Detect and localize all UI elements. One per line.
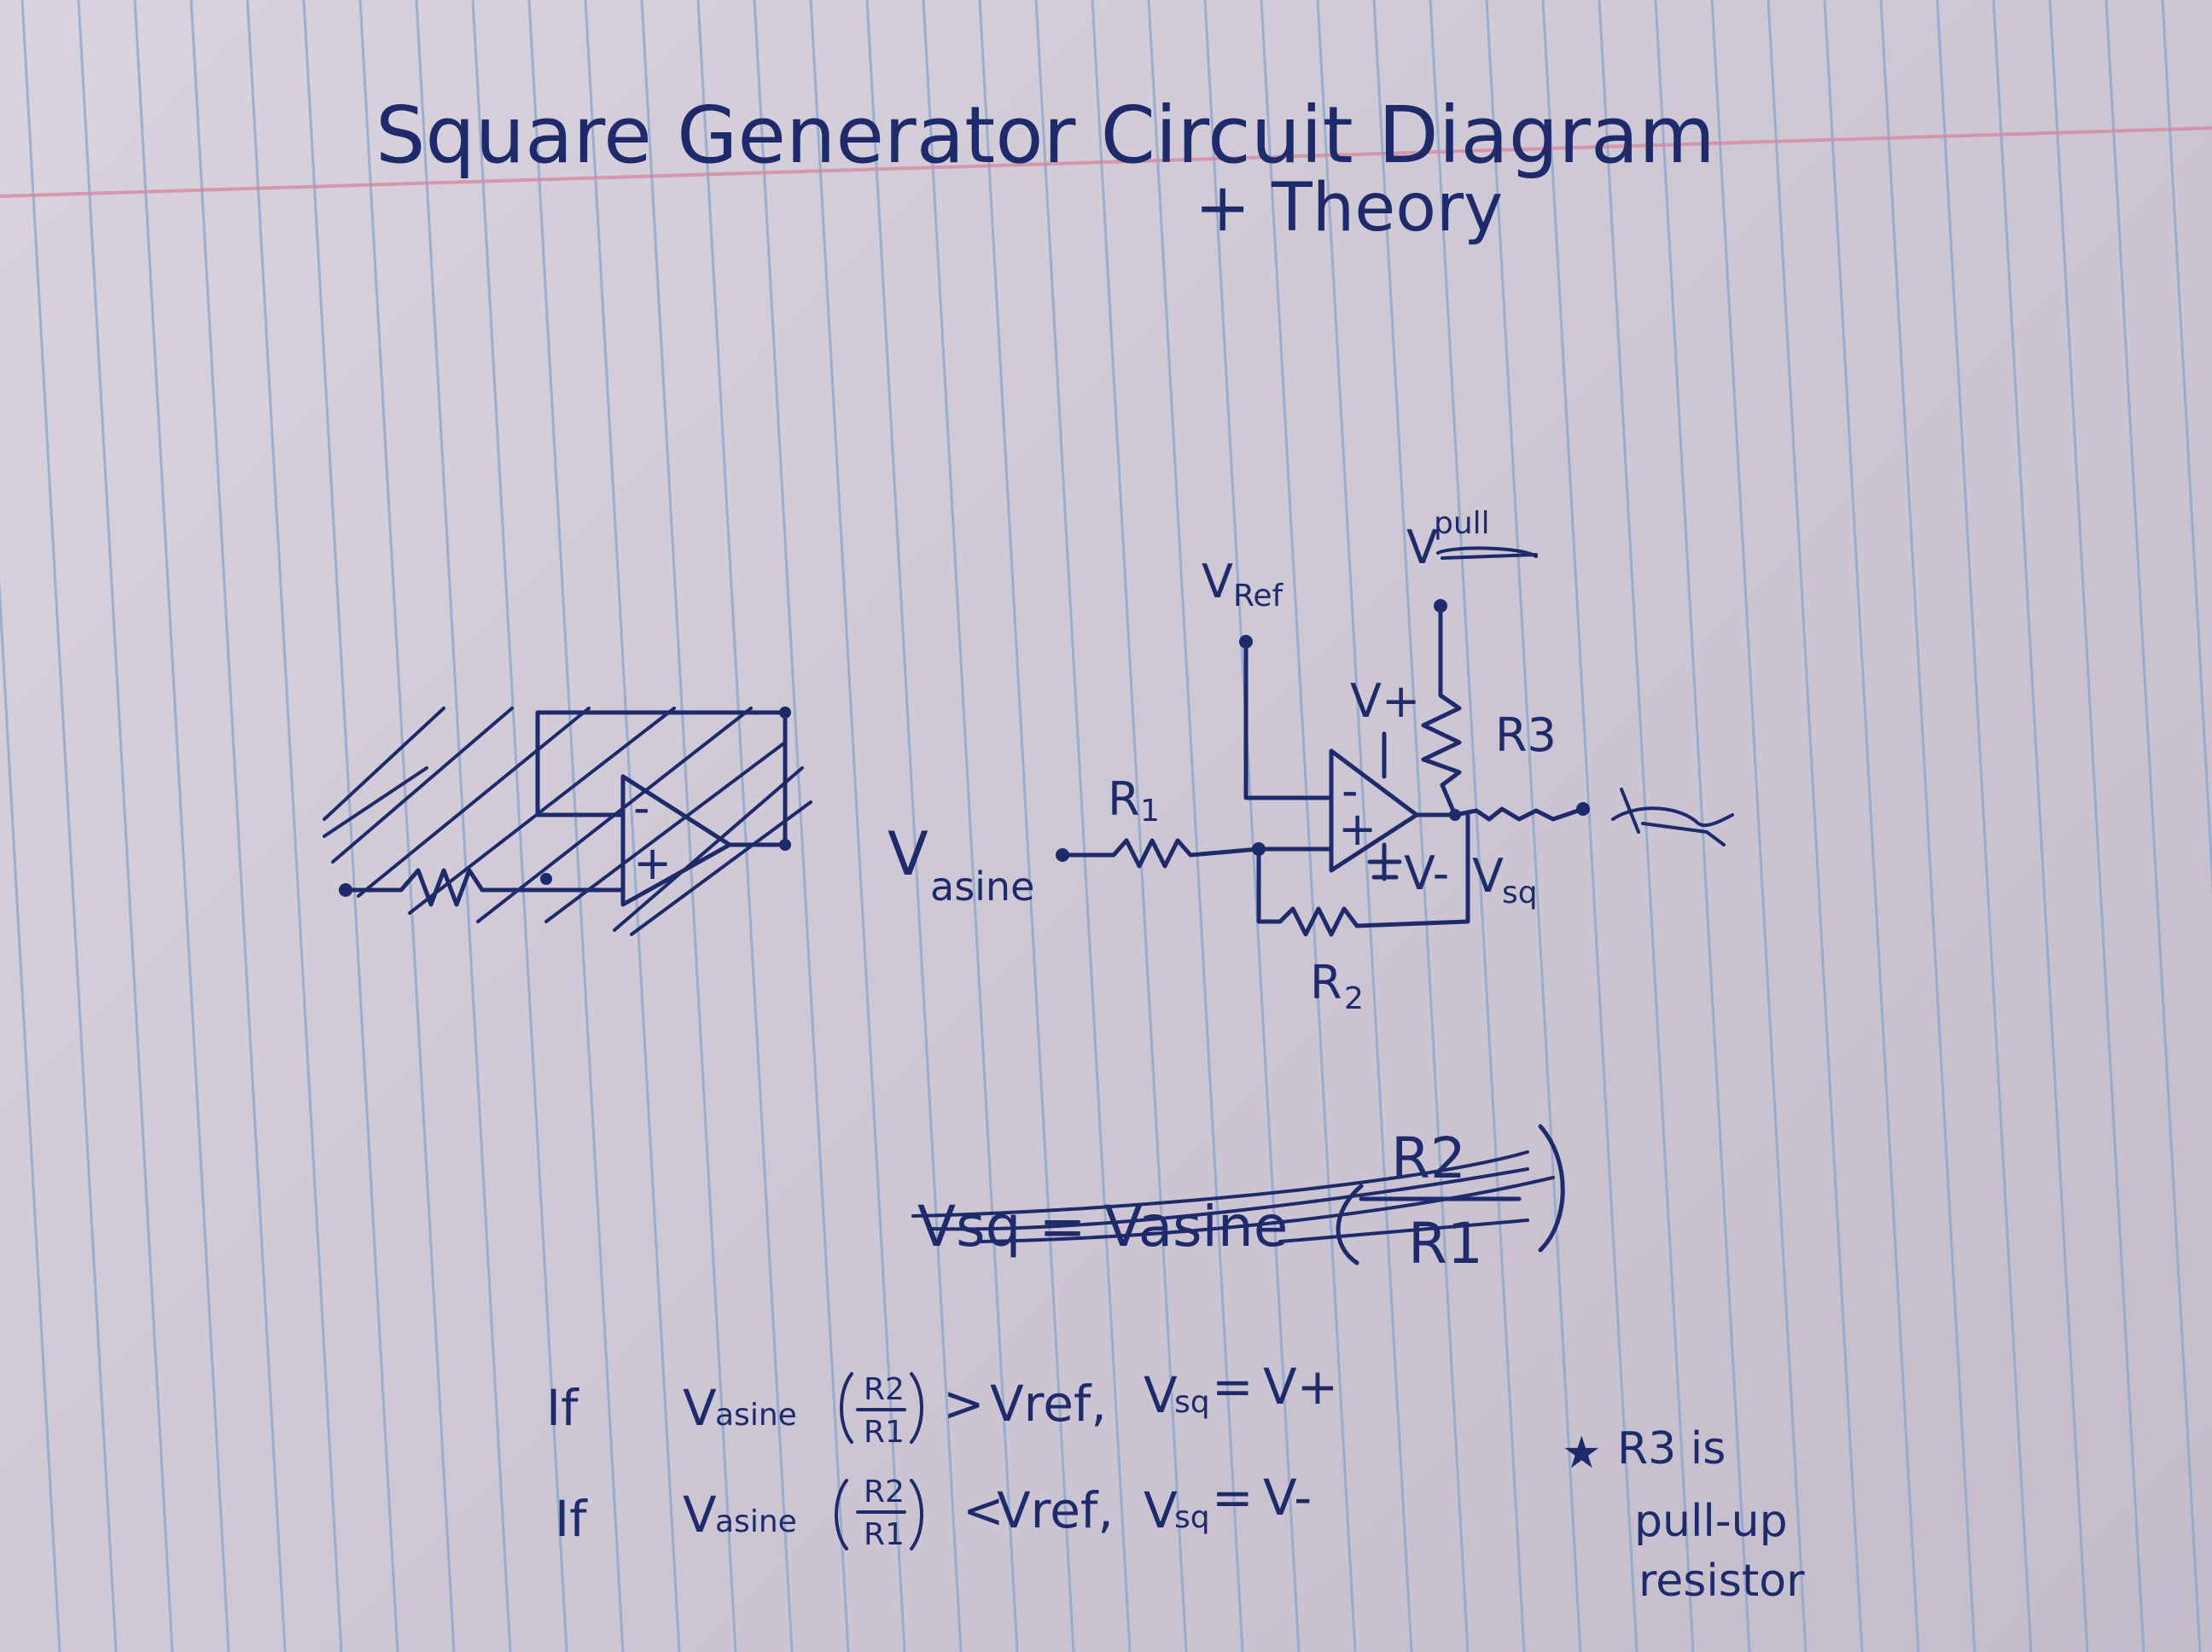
cond2-if: If	[555, 1490, 588, 1548]
crossed-opamp-minus: -	[633, 781, 650, 835]
ruled-line	[2161, 0, 2212, 894]
ruled-line	[246, 0, 343, 1652]
margin-line	[0, 126, 2212, 198]
ruled-line	[1541, 0, 1639, 1652]
crossed-out-equation: Vsq = Vasine R2 R1	[911, 1124, 1565, 1277]
r1-sub: 1	[1140, 794, 1160, 829]
v-ref-label: V	[1202, 555, 1233, 608]
cond1-eq: =	[1212, 1358, 1254, 1416]
cond1-compare: >	[943, 1375, 985, 1433]
v-asine-label: V	[888, 819, 928, 889]
ruled-line	[358, 0, 456, 1652]
cond1-v-sub: asine	[715, 1398, 797, 1433]
ruled-line	[1936, 0, 2033, 1652]
cond2-vsq-sub: sq	[1174, 1500, 1210, 1535]
ruled-line	[1485, 0, 1582, 1652]
r3-label: R3	[1495, 708, 1557, 762]
ruled-line	[1034, 0, 1132, 1652]
cond2-vsq: V	[1144, 1481, 1178, 1539]
cond1-if: If	[546, 1379, 579, 1437]
opamp-plus-label: +	[1338, 802, 1377, 856]
ruled-line	[1992, 0, 2089, 1652]
ruled-line	[1879, 0, 1976, 1652]
ruled-line	[2104, 0, 2202, 1652]
ruled-line	[1372, 0, 1470, 1652]
v-sq-label: V	[1472, 849, 1504, 903]
v-pull-label: V	[1406, 521, 1438, 574]
ruled-line	[302, 0, 399, 1652]
ruled-line	[189, 0, 287, 1652]
ruled-line	[809, 0, 906, 1652]
opamp-minus-label: -	[1342, 764, 1359, 817]
cond2-eq: =	[1212, 1469, 1254, 1527]
ruled-line	[696, 0, 794, 1652]
r1-label: R	[1108, 772, 1140, 826]
v-sq-sub: sq	[1502, 875, 1538, 910]
pull-up-note: ★ R3 is pull-up resistor	[1562, 1423, 1805, 1607]
ruled-line	[1091, 0, 1188, 1652]
ruled-line	[922, 0, 1019, 1652]
note-line-2: pull-up	[1634, 1496, 1788, 1547]
square-generator-circuit: V Ref V pull R3 V+ - + V- V	[888, 506, 1734, 1016]
ruled-line	[978, 0, 1075, 1652]
cond1-den: R1	[864, 1415, 905, 1450]
ruled-line	[584, 0, 681, 1652]
cond1-vsq-sub: sq	[1174, 1385, 1210, 1420]
cond2-compare: <	[963, 1481, 1004, 1539]
ruled-line	[1767, 0, 1864, 1652]
cond2-v: V	[683, 1486, 717, 1544]
cond2-num: R2	[864, 1475, 905, 1509]
ruled-line	[77, 0, 174, 1652]
cond2-result: V-	[1263, 1469, 1312, 1527]
v-minus-label: V-	[1404, 846, 1449, 900]
ruled-line	[1710, 0, 1807, 1652]
ruled-line	[865, 0, 963, 1652]
crossed-eq-r1: R1	[1408, 1211, 1483, 1277]
ruled-line	[415, 0, 512, 1652]
cond1-ref: Vref,	[990, 1375, 1107, 1433]
ruled-line	[20, 0, 118, 1652]
v-pull-sub: pull	[1434, 506, 1490, 541]
ruled-line	[2048, 0, 2145, 1652]
ruled-line	[1316, 0, 1413, 1652]
r2-label: R	[1310, 956, 1342, 1009]
ruled-line	[1203, 0, 1301, 1652]
ruled-line	[1823, 0, 1920, 1652]
crossed-out-circuit: - +	[323, 707, 812, 936]
cond1-vsq: V	[1144, 1366, 1178, 1424]
ruled-line	[640, 0, 737, 1652]
v-asine-sub: asine	[930, 864, 1034, 910]
ruled-line	[0, 578, 61, 1652]
cond1-result: V+	[1263, 1358, 1338, 1416]
page-subtitle: + Theory	[1195, 170, 1503, 247]
note-line-3: resistor	[1639, 1556, 1805, 1607]
cond1-v: V	[683, 1379, 717, 1437]
note-line-1: R3 is	[1617, 1423, 1726, 1475]
ruled-line	[1429, 0, 1526, 1652]
note-star: ★	[1562, 1428, 1602, 1479]
condition-row-2: If V asine R2 R1 < Vref, V sq = V-	[555, 1469, 1312, 1552]
cond2-den: R1	[864, 1517, 905, 1552]
v-plus-label: V+	[1350, 674, 1420, 728]
ruled-line	[133, 0, 230, 1652]
v-ref-sub: Ref	[1233, 579, 1284, 614]
page-title: Square Generator Circuit Diagram	[375, 90, 1715, 181]
r2-sub: 2	[1344, 981, 1364, 1016]
crossed-opamp-plus: +	[633, 836, 672, 890]
ruled-line	[1147, 0, 1244, 1652]
ruled-line	[1598, 0, 1695, 1652]
cond2-v-sub: asine	[715, 1504, 797, 1539]
cond2-ref: Vref,	[997, 1481, 1114, 1539]
ruled-line	[753, 0, 850, 1652]
condition-row-1: If V asine R2 R1 > Vref, V sq = V+	[546, 1358, 1338, 1450]
ruled-line	[527, 0, 625, 1652]
ruled-line	[1260, 0, 1357, 1652]
cond1-num: R2	[864, 1372, 905, 1407]
